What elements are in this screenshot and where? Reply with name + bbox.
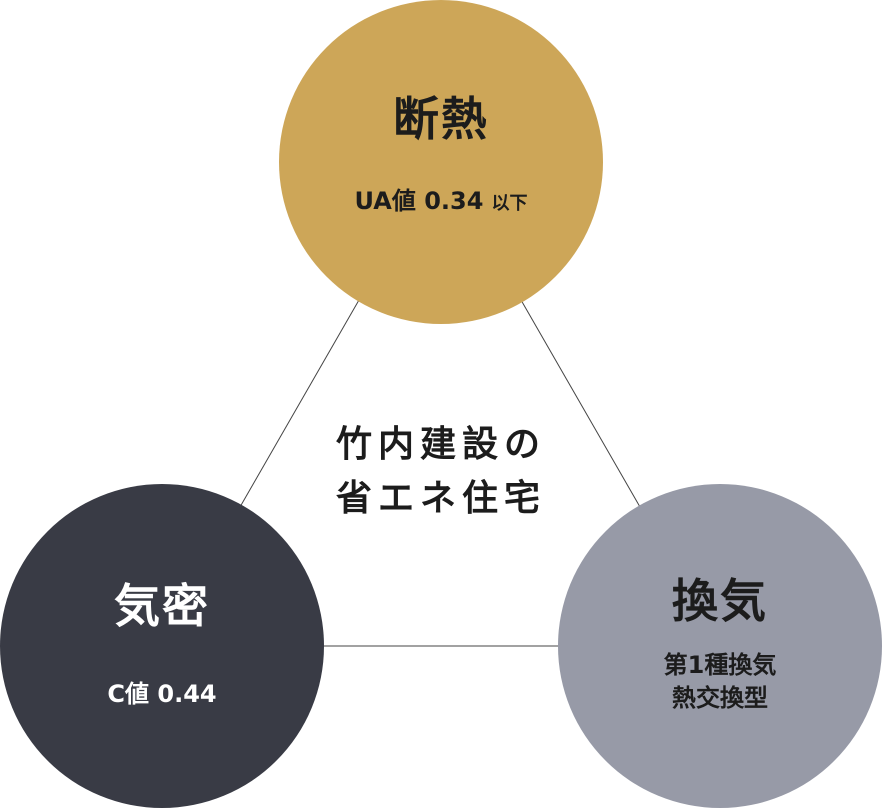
edge-top-left [239,299,360,508]
center-label-line2: 省エネ住宅 [335,478,546,519]
insulation-title: 断熱 [393,91,489,146]
c-value: C値 0.44 [107,679,217,708]
center-label: 竹内建設の 省エネ住宅 [300,418,582,526]
insulation-value: UA値 0.34 以下 [355,185,528,219]
edge-top-right [520,299,641,508]
ventilation-title: 換気 [672,574,768,629]
center-label-line1: 竹内建設の [335,424,546,465]
ventilation-spec: 第1種換気 熱交換型 [664,649,777,716]
ventilation-method: 熱交換型 [671,684,768,713]
ua-value: UA値 0.34 [354,186,484,215]
insulation-node: 断熱 UA値 0.34 以下 [279,0,603,324]
ventilation-type: 第1種換気 [663,650,777,679]
airtightness-node: 気密 C値 0.44 [0,484,324,808]
ventilation-node: 換気 第1種換気 熱交換型 [558,484,882,808]
ua-value-suffix: 以下 [491,192,528,214]
airtightness-title: 気密 [114,578,210,633]
